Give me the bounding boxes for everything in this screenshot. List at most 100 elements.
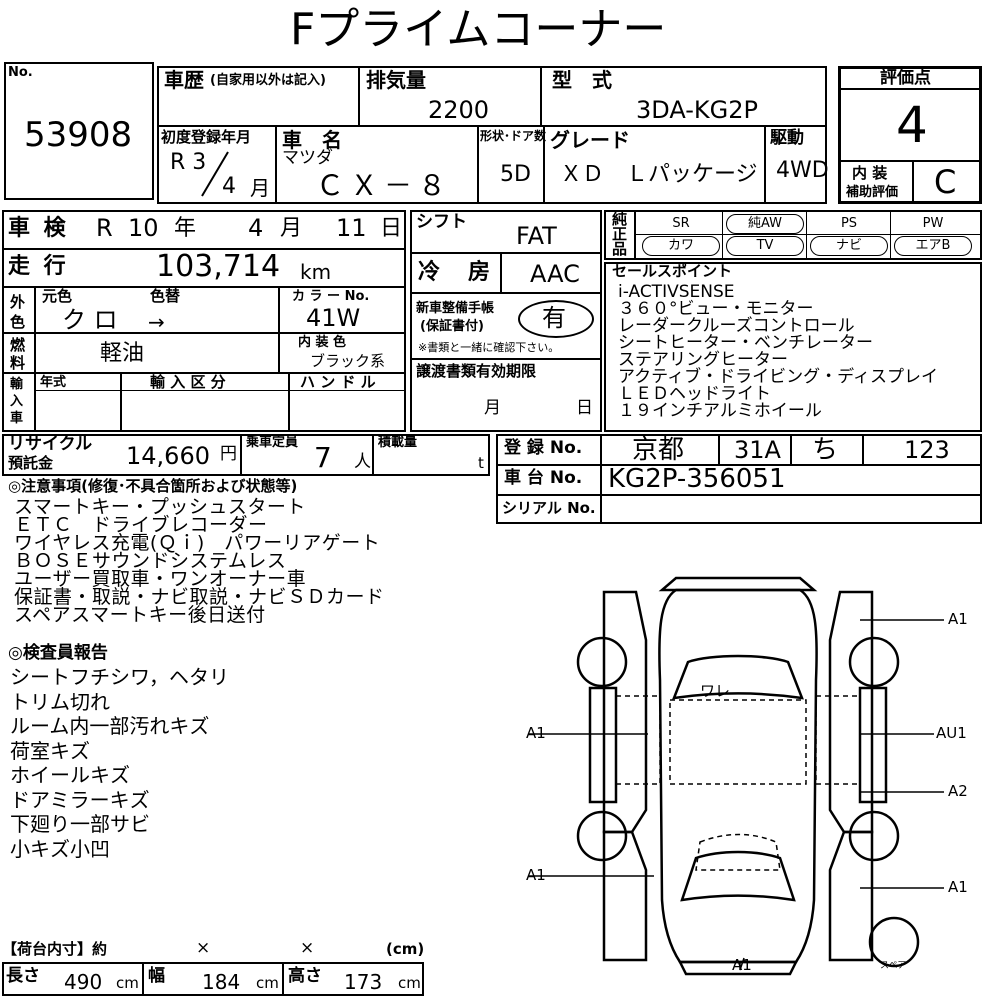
mileage-value: 103,714 [156,249,281,284]
equipment-divider [890,212,891,258]
sales-points-line: ＬＥＤヘッドライト [618,384,771,404]
first-reg-slash [201,151,229,197]
inspection-day: 11 [336,214,367,242]
warranty-value: 有 [542,304,566,332]
inspection-month-unit: 月 [280,216,303,241]
car-diagram [528,576,944,976]
cargo-length: 490 [64,970,103,994]
sales-points-line: ステアリングヒーター [618,350,788,370]
orig-color-label: 元色 [42,287,73,305]
car-name-label: 車 名 [282,128,342,152]
inspector-line: 荷室キズ [10,738,90,763]
notes-line: ユーザー買取車・ワンオーナー車 [14,568,307,590]
notes-line: スペアスマートキー後日送付 [14,604,266,626]
displacement-value: 2200 [428,96,490,124]
registration-area: 京都 [632,435,685,465]
doors-value: 5D [500,162,531,187]
sales-points-line: ３６０°ビュー・モニター [618,299,814,319]
serial-label: シリアル No. [502,499,596,517]
inspection-year-unit: 年 [174,216,197,241]
notes-label: ◎注意事項(修復･不具合箇所および状態等) [8,477,298,495]
first-reg-label: 初度登録年月 [161,128,252,146]
equipment-item: SR [672,216,690,231]
equipment-item: ナビ [810,236,888,256]
first-reg-month: 4 [222,174,236,199]
equipment-item: カワ [642,236,720,256]
history-label: 車歴 [164,68,204,92]
code-front-right: A1 [948,610,968,628]
cargo-length-unit: cm [116,974,139,992]
score-box [838,66,982,204]
cargo-x2: × [300,938,315,958]
model-label: 型 式 [552,68,612,92]
doors-label: 形状･ドア数 [480,129,547,143]
inspection-label: 車 検 [8,216,69,241]
import-label: 輸入車 [10,377,24,426]
equipment-label: 純正品 [612,210,628,258]
inspector-line: 下廻り一部サビ [10,812,150,836]
page-title: Fプライムコーナー [290,4,667,55]
shift-value: FAT [516,222,557,250]
chassis-value: KG2P-356051 [608,464,786,494]
inspector-label: ◎検査員報告 [8,643,108,663]
sales-points-line: レーダークルーズコントロール [618,316,855,336]
code-right-mid: AU1 [936,724,967,742]
capacity-value: 7 [314,441,332,474]
load-unit: t [478,454,484,472]
spec-box [157,66,827,204]
recycle-unit: 円 [220,444,237,464]
registration-kana: ち [812,435,839,465]
inspector-list: シートフチシワ，ヘタリトリム切れルーム内一部汚れキズ荷室キズホイールキズドアミラ… [10,665,229,861]
code-right-rear: A2 [948,782,968,800]
fuel-label: 燃料 [10,336,26,372]
code-left-rear: A1 [526,866,546,884]
recycle-label: リサイクル [8,434,93,454]
warranty-circle [518,300,594,338]
sales-points-box [604,262,982,432]
code-left-front: A1 [526,724,546,742]
inspection-era: R [96,214,113,242]
equipment-divider [636,234,980,235]
score-value: 4 [896,96,928,154]
interior-color-value: ブラック系 [310,352,386,370]
docs-day-unit: 日 [576,398,593,418]
chassis-label: 車 台 No. [504,468,583,488]
first-reg-era: R 3 [170,150,207,175]
fuel-value: 軽油 [100,341,145,366]
color-no-label: カ ラ ー No. [292,289,370,304]
sales-points-line: i-ACTIVSENSE [618,282,735,302]
notes-line: 保証書・取説・ナビ取説・ナビＳＤカード [14,586,385,608]
ac-label: 冷 房 [418,260,494,285]
cargo-height-unit: cm [398,974,421,992]
sales-points-line: シートヒーター・ベンチレーター [618,333,873,353]
registration-box [496,434,982,524]
cargo-unit-label: (cm) [386,940,425,958]
inspector-line: 小キズ小凹 [10,836,110,861]
change-color-label: 色替 [150,287,181,305]
inspection-year: 10 [128,214,159,242]
interior-score-value: C [934,163,957,201]
registration-number: 123 [904,436,950,464]
mileage-label: 走 行 [8,254,69,279]
shift-box [410,210,602,432]
shift-label: シフト [416,212,467,232]
cargo-height-label: 高さ [288,966,322,986]
warranty-label2: (保証書付) [420,319,484,334]
color-no-value: 41W [306,304,361,332]
inspector-line: シートフチシワ，ヘタリ [10,665,229,689]
capacity-unit: 人 [354,452,371,472]
cargo-x1: × [196,938,211,958]
docs-expiry-label: 譲渡書類有効期限 [416,362,537,380]
equipment-item: PS [840,216,858,231]
registration-class: 31A [734,436,781,464]
lot-box [4,62,154,200]
warranty-label: 新車整備手帳 [416,301,495,316]
lot-no-label: No. [8,65,33,80]
recycle-value: 14,660 [126,442,210,470]
grade-value: ＸＤ Ｌパッケージ [560,162,758,187]
score-label: 評価点 [880,68,931,88]
docs-month-unit: 月 [484,398,501,418]
equipment-divider [722,212,723,258]
inspection-month: 4 [248,214,264,242]
